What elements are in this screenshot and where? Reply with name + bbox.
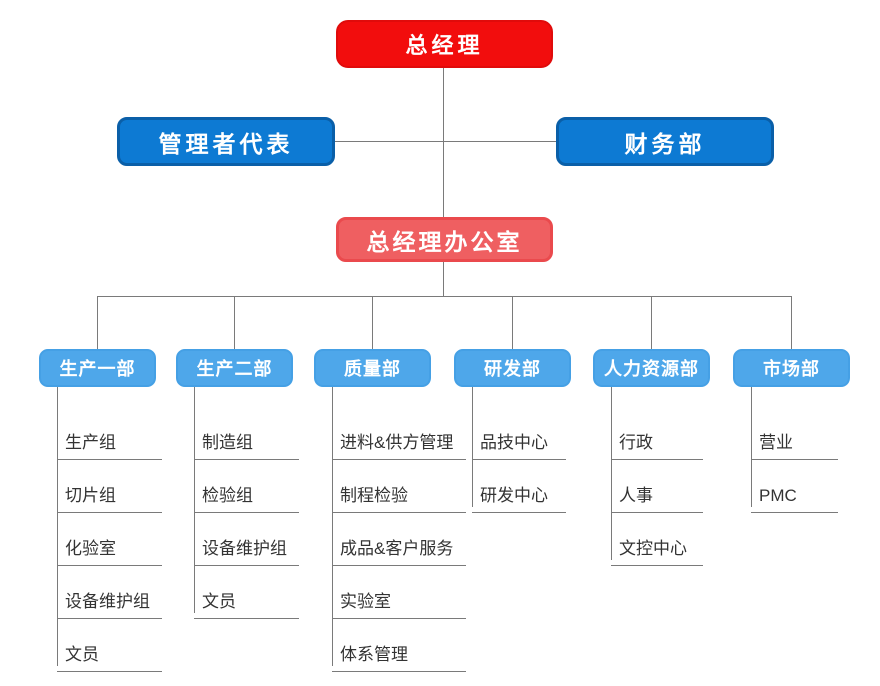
node-dept-production-1: 生产一部 — [39, 349, 156, 387]
list-item: 成品&客户服务 — [332, 506, 466, 566]
node-dept-market: 市场部 — [733, 349, 850, 387]
list-item: 体系管理 — [332, 612, 466, 672]
connector-drop-dept-3 — [372, 296, 373, 349]
connector-col-5 — [611, 387, 612, 560]
node-management-representative: 管理者代表 — [117, 117, 335, 166]
connector-level2-horizontal — [335, 141, 556, 142]
list-item: 进料&供方管理 — [332, 400, 466, 460]
connector-drop-dept-1 — [97, 296, 98, 349]
list-item: 营业 — [751, 400, 838, 460]
connector-office-vertical — [443, 262, 444, 296]
list-item: 文员 — [57, 612, 162, 672]
connector-drop-dept-2 — [234, 296, 235, 349]
list-item: 实验室 — [332, 559, 466, 619]
list-item: 化验室 — [57, 506, 162, 566]
node-dept-quality: 质量部 — [314, 349, 431, 387]
connector-col-4 — [472, 387, 473, 507]
list-item: 制程检验 — [332, 453, 466, 513]
list-item: 设备维护组 — [57, 559, 162, 619]
list-item: 行政 — [611, 400, 703, 460]
list-item: 研发中心 — [472, 453, 566, 513]
node-dept-rnd: 研发部 — [454, 349, 571, 387]
list-item: 切片组 — [57, 453, 162, 513]
connector-root-vertical — [443, 68, 444, 217]
connector-drop-dept-4 — [512, 296, 513, 349]
list-item: 设备维护组 — [194, 506, 299, 566]
list-item: 人事 — [611, 453, 703, 513]
connector-drop-dept-6 — [791, 296, 792, 349]
list-item: 品技中心 — [472, 400, 566, 460]
connector-drop-dept-5 — [651, 296, 652, 349]
connector-col-3 — [332, 387, 333, 666]
connector-col-6 — [751, 387, 752, 507]
connector-col-1 — [57, 387, 58, 666]
list-item: PMC — [751, 453, 838, 513]
node-general-manager: 总经理 — [336, 20, 553, 68]
list-item: 检验组 — [194, 453, 299, 513]
node-dept-production-2: 生产二部 — [176, 349, 293, 387]
list-item: 文控中心 — [611, 506, 703, 566]
node-finance-department: 财务部 — [556, 117, 774, 166]
list-item: 生产组 — [57, 400, 162, 460]
connector-col-2 — [194, 387, 195, 613]
node-gm-office: 总经理办公室 — [336, 217, 553, 262]
list-item: 制造组 — [194, 400, 299, 460]
list-item: 文员 — [194, 559, 299, 619]
connector-dept-horizontal — [97, 296, 792, 297]
node-dept-hr: 人力资源部 — [593, 349, 710, 387]
